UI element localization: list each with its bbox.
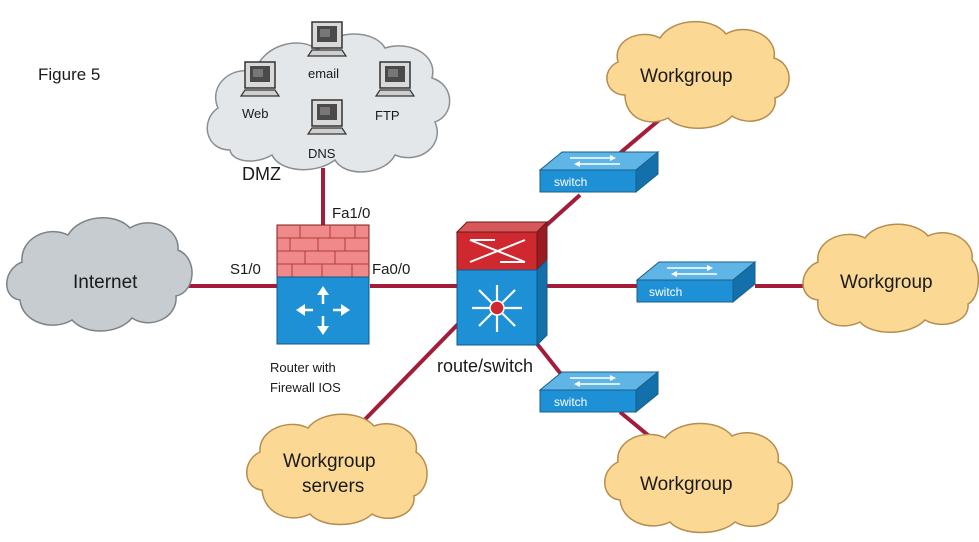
switch-bottom-icon: switch [539,371,659,413]
workgroup-cloud-bottom: Workgroup [604,422,793,534]
email-server-label: email [308,66,339,81]
internet-label: Internet [73,272,138,293]
port-fa10-label: Fa1/0 [332,205,370,222]
email-server-icon [307,21,347,57]
switch-right-icon: switch [636,261,756,303]
switch-right-label: switch [649,285,682,299]
router-label-line1: Router with [270,360,336,375]
figure-title: Figure 5 [38,65,100,84]
ftp-server-icon [375,61,415,97]
router-label-line2: Firewall IOS [270,380,341,395]
ftp-server-label: FTP [375,108,400,123]
web-server-icon [240,61,280,97]
workgroup-servers-label-line2: servers [302,476,364,497]
workgroup-cloud-top: Workgroup [606,21,790,129]
route-switch-icon [455,220,549,347]
dns-server-icon [307,99,347,135]
workgroup-servers-cloud: Workgroup servers [246,413,428,526]
dmz-label: DMZ [242,164,281,184]
switch-bottom-label: switch [554,395,587,409]
router-firewall-icon [276,224,370,345]
internet-cloud: Internet [6,217,193,332]
workgroup-right-label: Workgroup [840,272,933,293]
workgroup-servers-label-line1: Workgroup [283,451,376,472]
switch-top-label: switch [554,175,587,189]
route-switch-label: route/switch [437,356,533,376]
switch-top-icon: switch [539,151,659,193]
workgroup-top-label: Workgroup [640,66,733,87]
workgroup-cloud-right: Workgroup [802,223,979,333]
dmz-cloud: Web email FTP DNS DMZ [206,21,451,184]
port-s10-label: S1/0 [230,261,261,278]
port-fa00-label: Fa0/0 [372,261,410,278]
web-server-label: Web [242,106,269,121]
workgroup-bottom-label: Workgroup [640,474,733,495]
dns-server-label: DNS [308,146,336,161]
